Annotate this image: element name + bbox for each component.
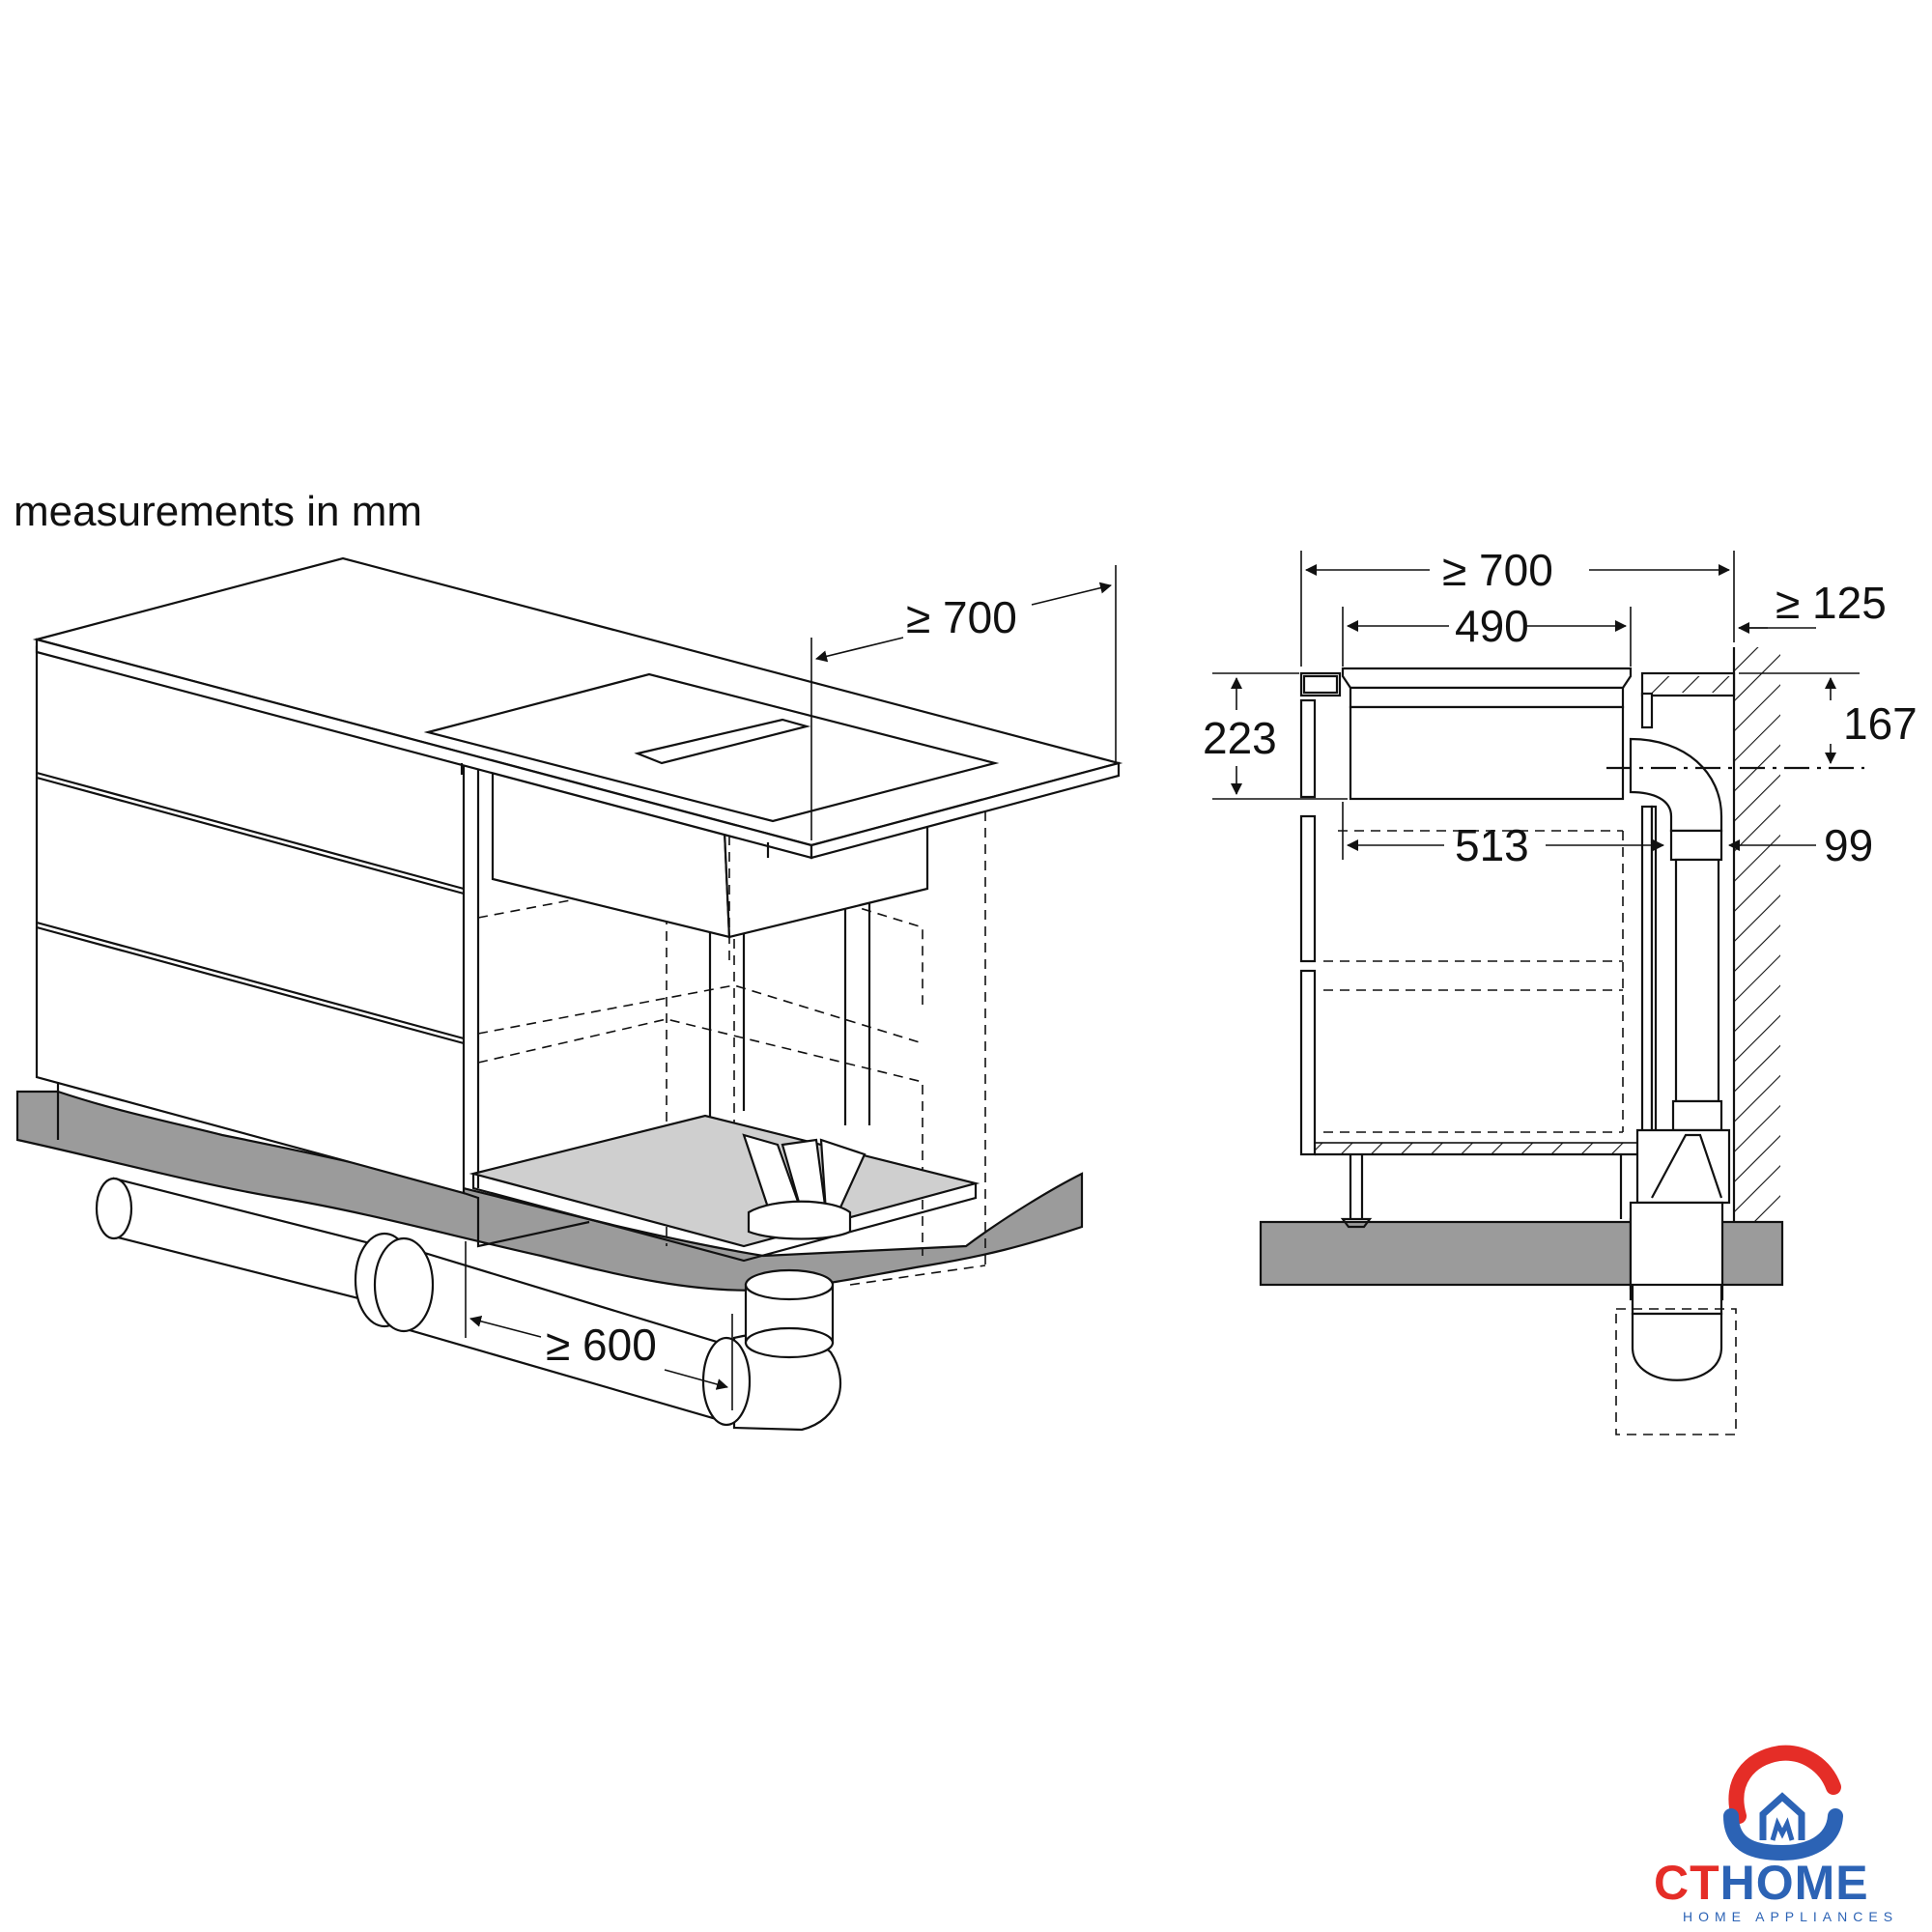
induction-hob <box>423 672 1000 823</box>
dim-section-depth-label: ≥ 700 <box>1442 545 1553 595</box>
units-caption: measurements in mm <box>14 488 423 535</box>
drawer-cabinet <box>35 645 590 1248</box>
dimension-duct-height: 167 <box>1739 672 1918 764</box>
dim-hob-height-label: 223 <box>1203 713 1277 763</box>
dim-duct-width-label: 99 <box>1824 820 1873 870</box>
cabinet-body-section <box>1314 692 1658 1229</box>
dimension-hob-width: 490 <box>1342 601 1632 667</box>
duct-section <box>1606 737 1864 1435</box>
hob-section <box>1341 667 1633 801</box>
wall-section <box>1732 647 1780 1232</box>
duct-transition-piece <box>742 1133 867 1240</box>
dim-duct-height-label: 167 <box>1843 698 1918 749</box>
dimension-hob-height: 223 <box>1203 672 1348 800</box>
dimension-duct-width: 99 <box>1728 820 1873 870</box>
dim-wall-label: ≥ 125 <box>1776 578 1887 628</box>
brand-tagline: HOME APPLIANCES <box>1683 1909 1899 1924</box>
dimension-depth-section: ≥ 700 <box>1300 545 1735 667</box>
dimension-depth-perspective: ≥ 700 <box>810 565 1117 840</box>
dim-clearance-label: ≥ 600 <box>546 1320 657 1370</box>
brand-logo-icon <box>1723 1745 1843 1861</box>
section-view: ≥ 700 490 ≥ 125 223 1 <box>1203 545 1918 1435</box>
dim-depth-label: ≥ 700 <box>906 592 1017 642</box>
cabinet-fronts <box>1299 698 1317 1156</box>
dim-hob-width-label: 490 <box>1455 601 1529 651</box>
brand-name-home: HOME <box>1719 1856 1869 1910</box>
brand-name-ct: CT <box>1654 1856 1720 1910</box>
exhaust-duct-pipe <box>95 1177 842 1432</box>
brand-wordmark: CTHOME <box>1654 1859 1869 1907</box>
dim-inner-depth-label: 513 <box>1455 820 1529 870</box>
dimension-clearance-perspective: ≥ 600 <box>465 1241 733 1410</box>
dimension-inner-depth: 513 <box>1342 802 1664 870</box>
dimension-wall-clearance: ≥ 125 <box>1738 578 1887 634</box>
perspective-view: ≥ 700 ≥ 600 <box>15 556 1123 1432</box>
